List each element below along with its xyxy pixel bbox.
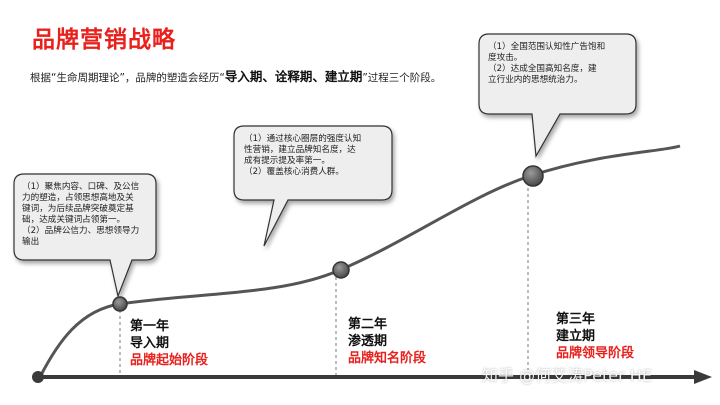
intro-highlight: 导入期、诠释期、建立期 xyxy=(224,69,363,84)
intro-text: 根据“生命周期理论”，品牌的塑造会经历“导入期、诠释期、建立期”过程三个阶段。 xyxy=(30,66,441,85)
stage-label-3: 第三年 建立期 品牌领导阶段 xyxy=(556,311,634,362)
stage-year: 第二年 xyxy=(348,317,388,332)
callout-text-1: （1）聚焦内容、口碑、及公信 力的塑造，占领思想高地及关 键词，为后续品牌突破奠… xyxy=(22,182,140,247)
callout-bubble-3 xyxy=(478,33,637,158)
stage-phase: 导入期 xyxy=(130,336,170,351)
axis-origin-dot xyxy=(32,371,44,383)
milestone-dot-2 xyxy=(332,261,350,279)
stage-year: 第一年 xyxy=(130,319,170,334)
stage-label-1: 第一年 导入期 品牌起始阶段 xyxy=(130,318,208,369)
stage-name: 品牌知名阶段 xyxy=(348,351,427,366)
callout-bubble-1 xyxy=(13,173,157,299)
callout-text-3: （1）全国范围认知性广告饱和 度攻击。 （2）达成全国高知名度，建 立行业内的思… xyxy=(488,42,606,85)
intro-suffix: ”过程三个阶段。 xyxy=(362,72,442,84)
page-title: 品牌营销战略 xyxy=(32,27,176,53)
stage-year: 第三年 xyxy=(556,312,596,327)
milestone-dot-3 xyxy=(522,165,544,187)
callout-text-2: （1）通过核心圈层的强度认知 性营销，建立品牌知名度，达 成有提示提及率第一。 … xyxy=(244,134,362,177)
axis-arrow-icon xyxy=(694,370,712,384)
stage-label-2: 第二年 渗透期 品牌知名阶段 xyxy=(348,316,426,367)
intro-prefix: 根据“生命周期理论”，品牌的塑造会经历“ xyxy=(30,72,225,84)
watermark: 知乎 @何艾涛Peter HE xyxy=(482,366,652,385)
stage-phase: 建立期 xyxy=(556,329,596,344)
stage-name: 品牌起始阶段 xyxy=(130,353,209,368)
stage-name: 品牌领导阶段 xyxy=(556,346,635,361)
callout-bubble-2 xyxy=(233,125,393,247)
milestone-dot-1 xyxy=(112,296,128,312)
stage-phase: 渗透期 xyxy=(348,334,388,349)
